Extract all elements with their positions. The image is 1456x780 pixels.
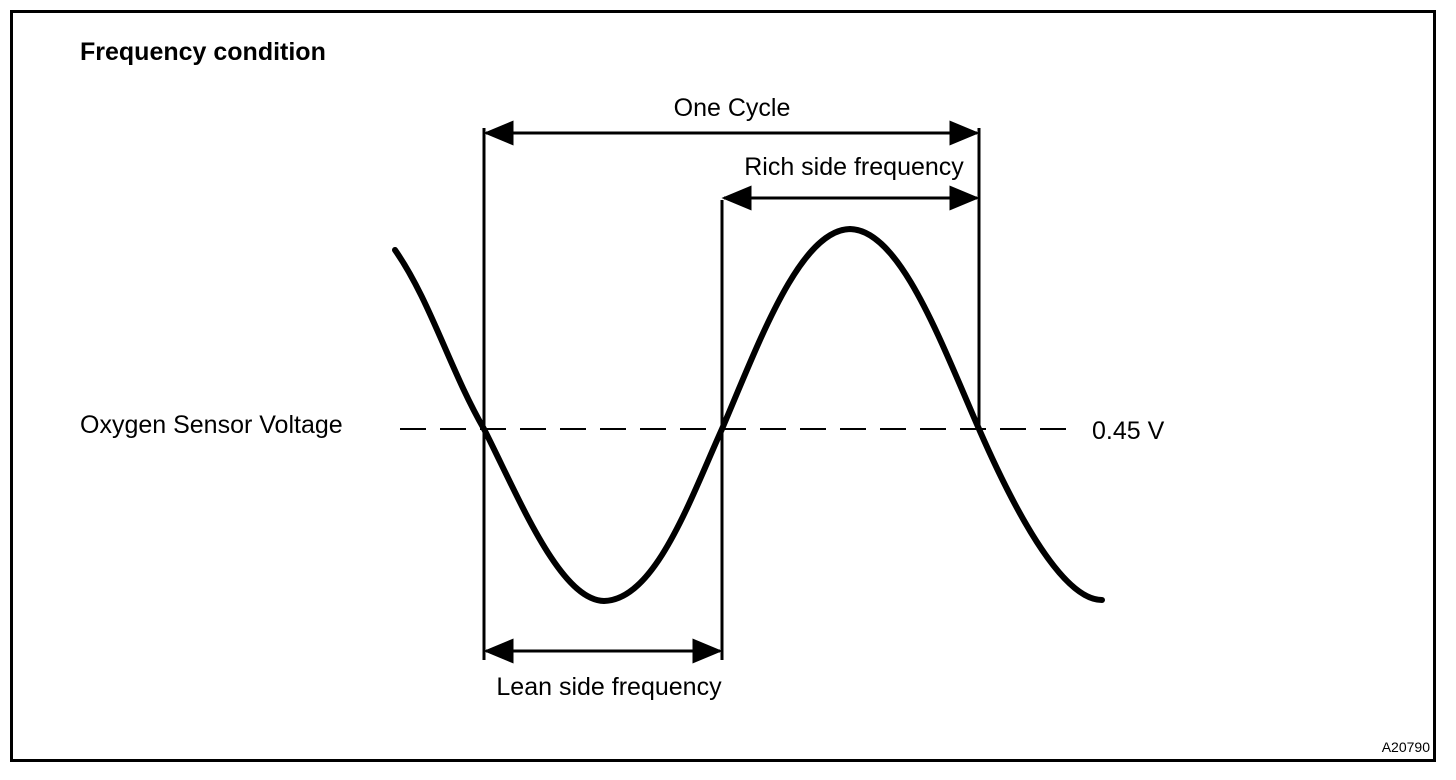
figure-frame	[10, 10, 1436, 762]
diagram-title: Frequency condition	[80, 38, 326, 66]
sensor-waveform	[392, 225, 1105, 605]
lean-side-label: Lean side frequency	[496, 673, 722, 701]
sensor-voltage-label: Oxygen Sensor Voltage	[80, 411, 343, 439]
one-cycle-label: One Cycle	[674, 94, 791, 122]
rich-side-label: Rich side frequency	[744, 153, 964, 181]
threshold-label: 0.45 V	[1092, 417, 1165, 445]
figure-code: A20790	[1382, 739, 1430, 755]
